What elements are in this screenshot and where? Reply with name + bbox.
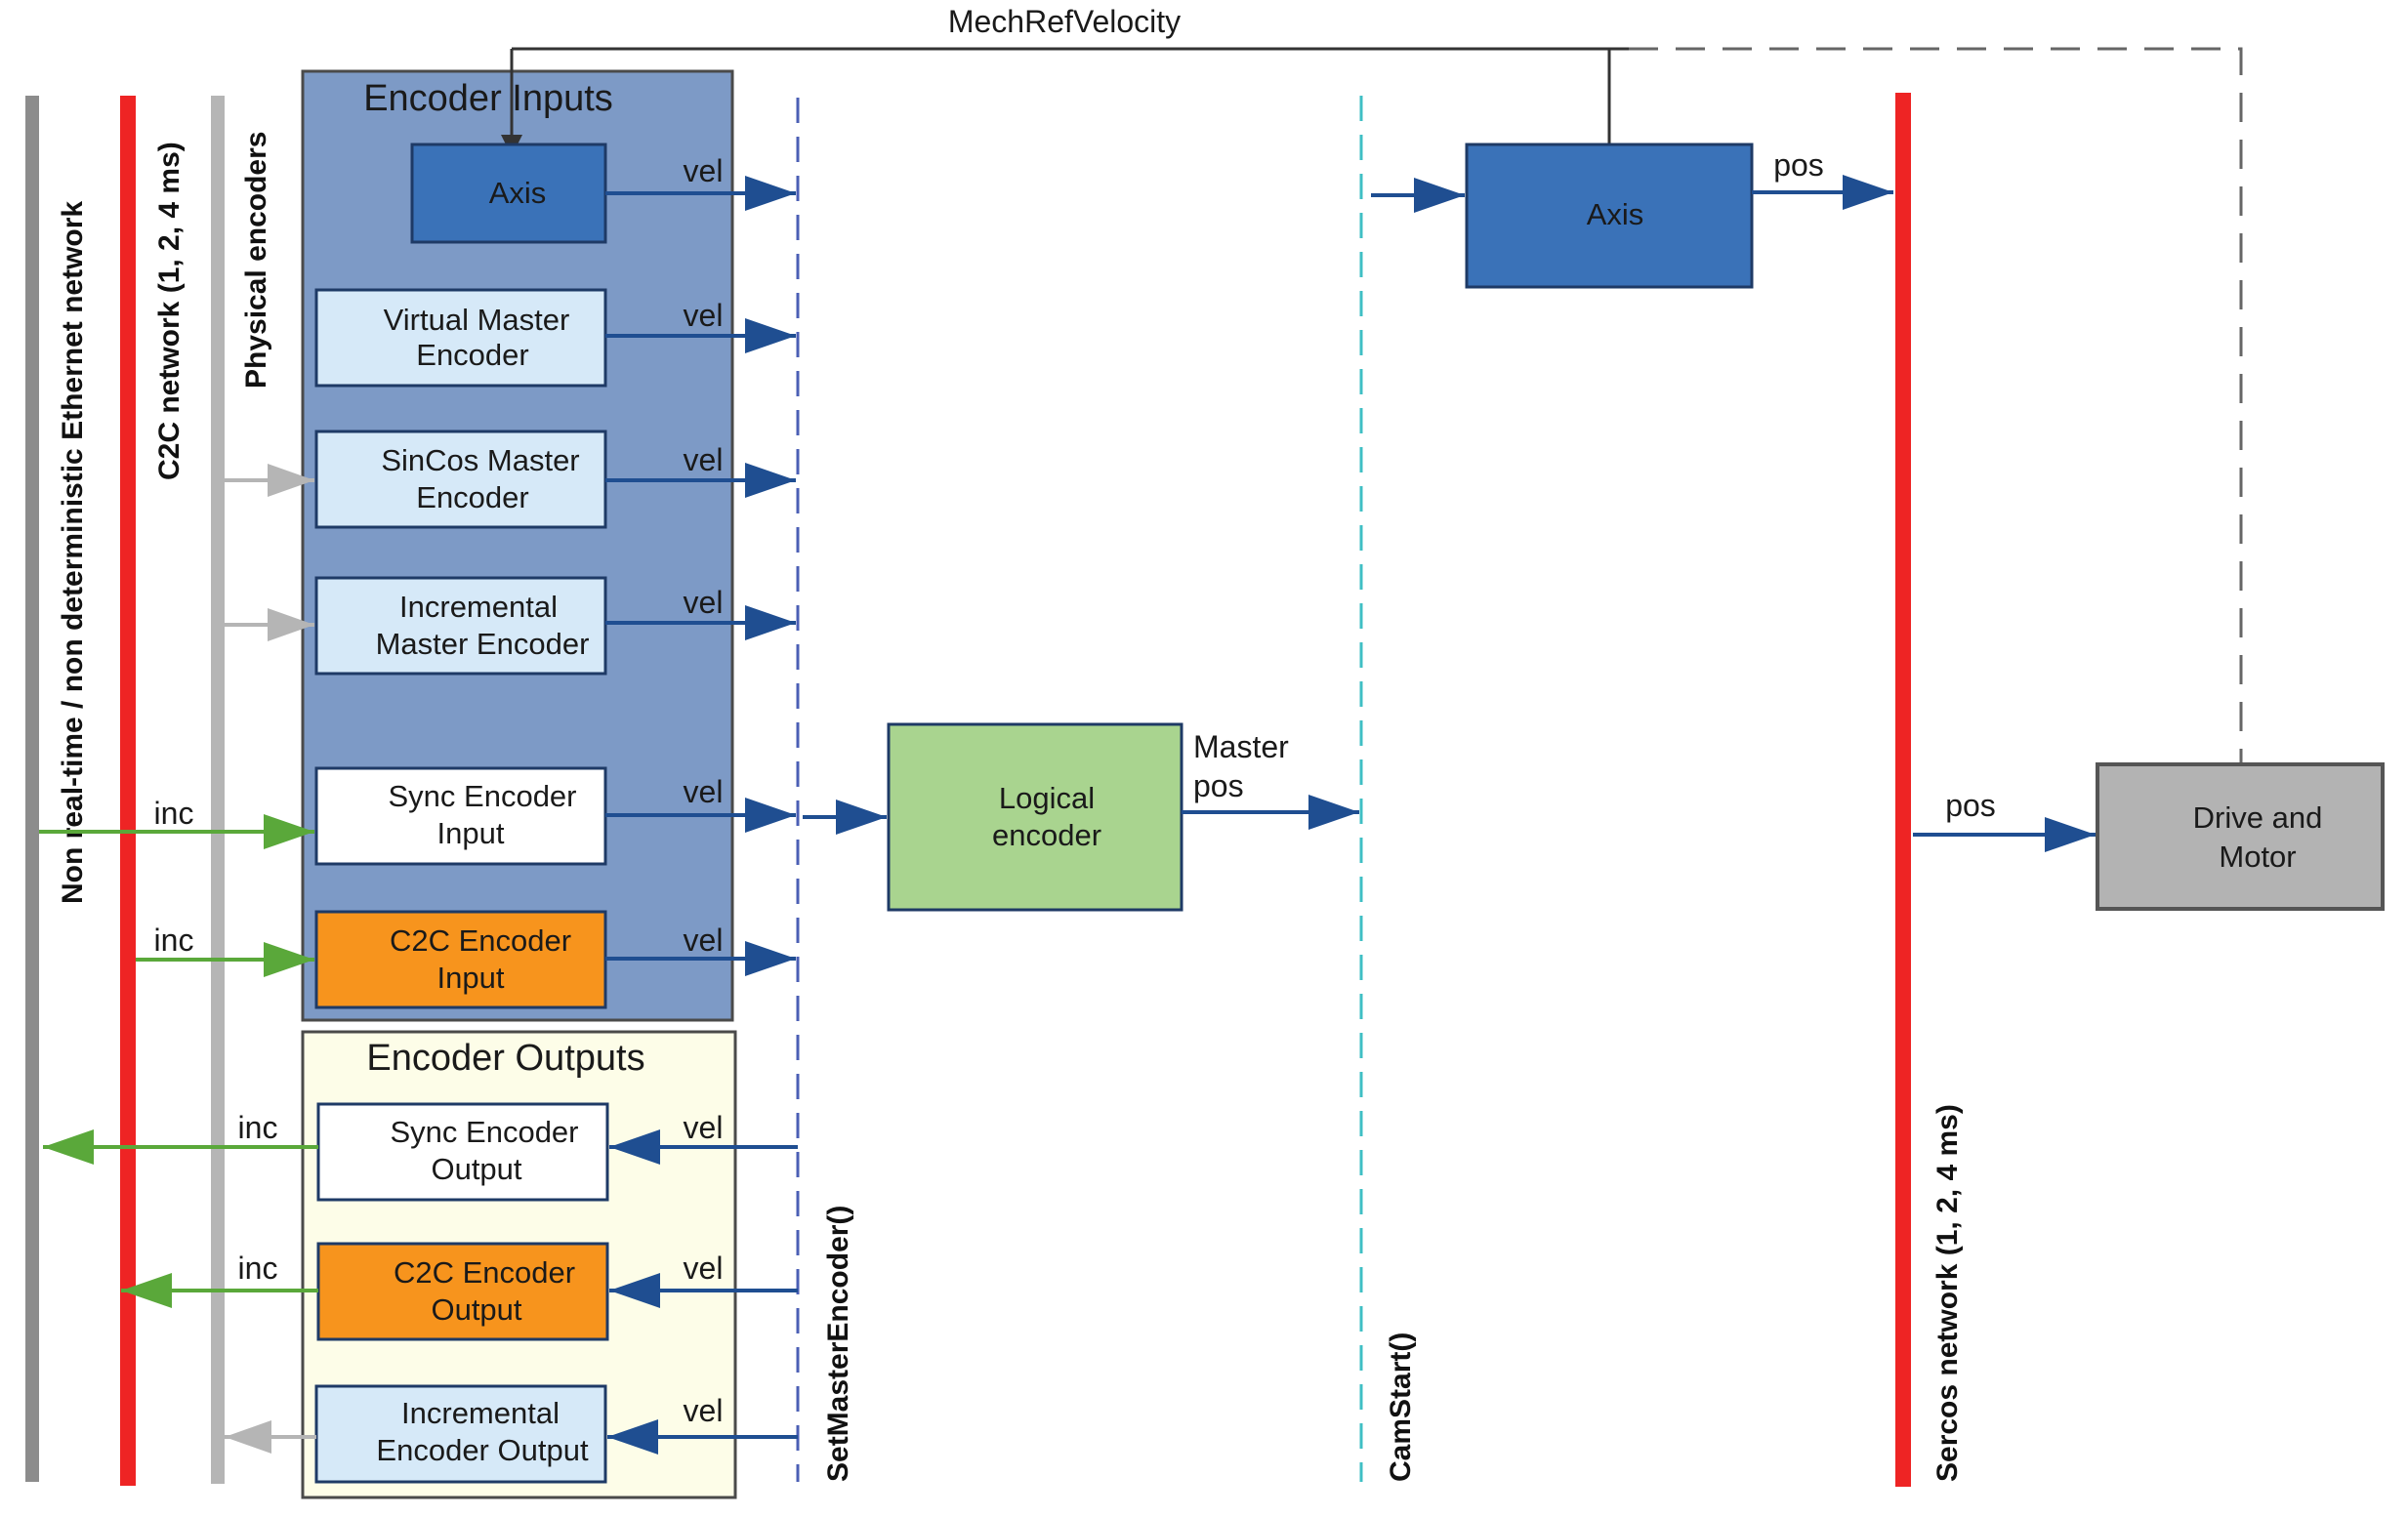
- virtual-master-line-1: Virtual Master: [384, 303, 570, 337]
- svg-text:SinCos MasterEncoder: SinCos MasterEncoder: [381, 443, 579, 514]
- logical-encoder-line-2: encoder: [992, 818, 1101, 852]
- axis-vel-label: vel: [684, 153, 724, 188]
- ethernet-network-label: Non real-time / non deterministic Ethern…: [57, 201, 89, 904]
- incremental-master-line-1: Incremental: [399, 590, 558, 624]
- c2c-input-line-2: Input: [437, 961, 505, 995]
- incremental-output-line-1: Incremental: [401, 1396, 560, 1430]
- cam-start-label: CamStart(): [1385, 1332, 1417, 1482]
- incremental-output-vel-label: vel: [684, 1393, 724, 1428]
- logical-encoder-line-1: Logical: [999, 781, 1095, 815]
- axis-box-label: Axis: [1587, 197, 1644, 231]
- ethernet-network-bus: [25, 96, 39, 1482]
- axis-box[interactable]: Axis: [1465, 143, 1754, 289]
- drive-line-2: Motor: [2219, 840, 2296, 874]
- c2c-input-line-1: C2C Encoder: [390, 923, 571, 958]
- sync-output-line-2: Output: [431, 1152, 521, 1186]
- sincos-master-line-2: Encoder: [416, 480, 528, 514]
- physical-encoders-label: Physical encoders: [240, 132, 272, 389]
- sercos-pos-label: pos: [1945, 788, 1996, 823]
- sync-output-inc-label: inc: [238, 1110, 278, 1145]
- incremental-master-line-2: Master Encoder: [376, 627, 590, 661]
- master-pos-line-2: pos: [1193, 768, 1244, 803]
- axis-input-label: Axis: [489, 176, 547, 210]
- mech-ref-velocity-label: MechRefVelocity: [948, 4, 1181, 39]
- c2c-output-line-2: Output: [431, 1292, 521, 1327]
- sincos-master-line-1: SinCos Master: [381, 443, 579, 477]
- physical-encoders-bus: [211, 96, 225, 1484]
- master-pos-line-1: Master: [1193, 729, 1289, 764]
- c2c-output-inc-label: inc: [238, 1250, 278, 1286]
- svg-text:Virtual MasterEncoder: Virtual MasterEncoder: [384, 303, 570, 372]
- incremental-master-vel-label: vel: [684, 585, 724, 620]
- sync-input-vel-label: vel: [684, 774, 724, 809]
- c2c-network-label: C2C network (1, 2, 4 ms): [153, 142, 186, 480]
- encoder-inputs-title: Encoder Inputs: [363, 78, 613, 119]
- c2c-output-vel-label: vel: [684, 1250, 724, 1286]
- ethernet-inc-label: inc: [154, 796, 194, 831]
- c2c-output-line-1: C2C Encoder: [394, 1255, 575, 1290]
- sincos-master-vel-label: vel: [684, 442, 724, 477]
- virtual-master-vel-label: vel: [684, 298, 724, 333]
- sercos-network-label: Sercos network (1, 2, 4 ms): [1931, 1104, 1964, 1482]
- master-pos-label: Master pos: [1193, 729, 1289, 803]
- set-master-encoder-label: SetMasterEncoder(): [822, 1206, 854, 1482]
- virtual-master-line-2: Encoder: [416, 338, 528, 372]
- c2c-input-vel-label: vel: [684, 922, 724, 958]
- sync-input-line-1: Sync Encoder: [389, 779, 577, 813]
- c2c-network-bus: [120, 96, 136, 1486]
- encoder-outputs-title: Encoder Outputs: [366, 1038, 644, 1079]
- mech-ref-velocity-dashed-feedback: [1629, 47, 2243, 764]
- incremental-output-line-2: Encoder Output: [376, 1433, 589, 1467]
- drive-line-1: Drive and: [2193, 800, 2323, 835]
- sync-output-vel-label: vel: [684, 1110, 724, 1145]
- sync-input-line-2: Input: [437, 816, 505, 850]
- sync-output-line-1: Sync Encoder: [391, 1115, 579, 1149]
- sercos-network-bus: [1895, 93, 1911, 1487]
- c2c-inc-label: inc: [154, 922, 194, 958]
- axis-input-box[interactable]: Axis: [410, 143, 607, 244]
- axis-pos-label: pos: [1773, 147, 1824, 183]
